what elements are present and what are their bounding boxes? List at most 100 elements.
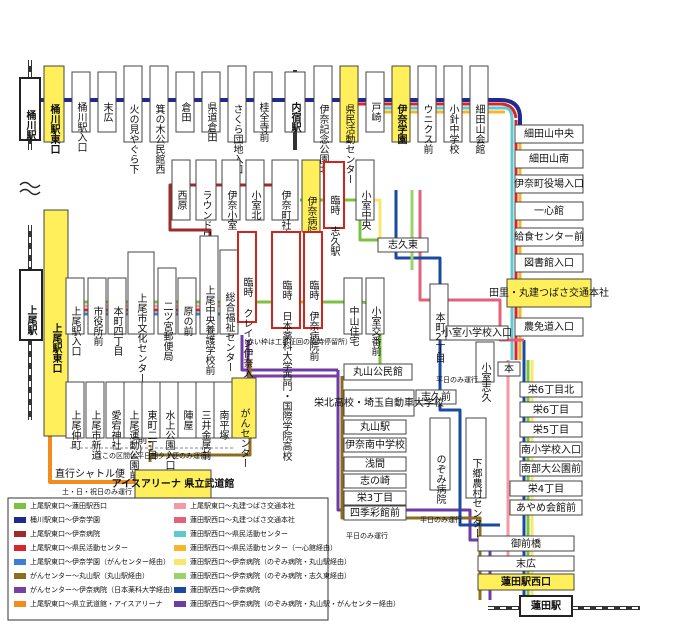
- stop-sakaekita[interactable]: 栄北高校・埼玉自動車大学校: [314, 389, 444, 417]
- stop-ina-gakuen[interactable]: 伊奈学園: [391, 65, 411, 145]
- stop-r7[interactable]: 農免道入口: [514, 317, 584, 337]
- stop-komuro-shiku[interactable]: 小室志久: [475, 341, 495, 403]
- stop-suehiro[interactable]: 末広: [97, 71, 117, 133]
- stop-sengen[interactable]: 浅間: [343, 456, 407, 472]
- stop-temp-yakka[interactable]: 臨時 日本薬科大学西門・国際学院高校: [271, 231, 301, 462]
- svg-text:臨時 伊奈病院前: 臨時 伊奈病院前: [307, 279, 319, 362]
- stop-shiku-higashi[interactable]: 志久東: [377, 237, 429, 253]
- svg-text:上尾運動公園前: 上尾運動公園前: [127, 410, 139, 481]
- legend-swatch: [174, 545, 186, 551]
- stop-honcho4[interactable]: 本町四丁目: [107, 277, 127, 356]
- stop-hinomi[interactable]: 火の見やぐら下: [123, 65, 143, 175]
- stop-r14[interactable]: あやめ会館前: [509, 499, 583, 516]
- hasuda-station[interactable]: 蓮田駅: [519, 595, 573, 617]
- stop-r0[interactable]: 細田山中央: [514, 124, 584, 144]
- stop-r1[interactable]: 細田山南: [514, 149, 584, 169]
- stop-r11[interactable]: 南小学校入口: [519, 441, 583, 458]
- stop-r2[interactable]: 伊奈町役場入口: [514, 174, 584, 194]
- stop-komuro-kita[interactable]: 小室北: [245, 159, 265, 221]
- stop-nishihara[interactable]: 西原: [171, 159, 191, 221]
- stop-r9[interactable]: 栄6丁目: [519, 401, 583, 418]
- stop-haranomae[interactable]: 原の前: [177, 277, 197, 337]
- ageo-upper-stops: 上尾駅東口 上尾駅入口 市役所前 本町四丁目 上尾市文化センター(丸建車庫前) …: [43, 209, 239, 455]
- stop-nakamachi[interactable]: 上尾仲町: [65, 381, 85, 450]
- stop-unicus[interactable]: ウニクス前: [417, 65, 437, 155]
- stop-maruyama-kominkan[interactable]: 丸山公民館: [343, 363, 413, 381]
- stop-ina-komuro[interactable]: 伊奈小室: [221, 159, 241, 230]
- stop-gancenter[interactable]: がんセンター: [231, 377, 257, 468]
- stop-hosodayama-kaikan[interactable]: 細田山会館: [469, 65, 489, 155]
- stop-r15[interactable]: 御前橋: [477, 535, 575, 552]
- stop-r8[interactable]: 栄6丁目北: [519, 381, 583, 398]
- stop-honcho2[interactable]: 本町2丁目: [429, 283, 449, 363]
- stop-noe-hospital[interactable]: のぞみ病院: [429, 417, 451, 505]
- stop-fukushi-center[interactable]: 総合福祉センター: [219, 249, 239, 372]
- legend-swatch: [174, 587, 186, 593]
- stop-atago[interactable]: 愛宕神社: [105, 381, 125, 451]
- stop-shimogo-center[interactable]: 下郷農村センター: [465, 417, 487, 538]
- svg-text:桶川駅入口: 桶川駅入口: [75, 101, 87, 152]
- ageo-station[interactable]: 上尾駅: [19, 269, 43, 341]
- stop-komuro-chuo[interactable]: 小室中央: [355, 159, 375, 231]
- stop-higashimachi2[interactable]: 東町二丁目: [141, 381, 161, 460]
- stop-minamihiratsuka[interactable]: 南平塚: [213, 381, 233, 441]
- stop-r6-tasato[interactable]: 田里・丸建つばさ交通本社: [489, 278, 609, 308]
- stop-r16[interactable]: 末広: [477, 555, 575, 572]
- stop-komuro-es[interactable]: 小室小学校入口: [442, 325, 512, 341]
- stop-tozaki[interactable]: 戸崎: [365, 71, 385, 133]
- stop-shikueki-temp[interactable]: 臨時 志久駅: [323, 161, 345, 257]
- stop-sakae3[interactable]: 栄3丁目: [343, 490, 407, 506]
- stop-r17-hasuda-west[interactable]: 蓮田駅西口: [477, 573, 575, 591]
- stop-shindo[interactable]: 上尾市新道: [85, 381, 105, 460]
- stop-ina-kinen[interactable]: 伊奈記念公園北: [313, 65, 333, 174]
- okegawa-station[interactable]: 桶川駅: [19, 77, 41, 141]
- stop-komuro-koban[interactable]: 小室交番前: [365, 277, 385, 357]
- stop-shiyakusho[interactable]: 市役所前: [87, 277, 107, 347]
- stop-undo-koen[interactable]: 上尾運動公園前: [123, 381, 143, 481]
- stop-r10[interactable]: 栄5丁目: [519, 421, 583, 438]
- svg-text:臨時 志久駅: 臨時 志久駅: [328, 194, 340, 257]
- stop-ina-byoin[interactable]: 伊奈病院: [301, 159, 321, 237]
- stop-maruyama-eki[interactable]: 丸山駅: [343, 419, 407, 435]
- stop-mitsui[interactable]: 三井金属前: [195, 381, 215, 461]
- svg-text:田里・丸建つばさ交通本社: 田里・丸建つばさ交通本社: [489, 286, 609, 299]
- stop-okegawa-east[interactable]: 桶川駅東口: [43, 65, 65, 154]
- stop-temp-ina-byoin[interactable]: 臨時 伊奈病院前: [303, 231, 323, 362]
- stop-r3[interactable]: 一心館: [514, 201, 584, 221]
- stop-nakayama[interactable]: 中山住宅: [343, 277, 363, 346]
- svg-text:桂全寺前: 桂全寺前: [257, 101, 269, 143]
- stop-sakura-danchi[interactable]: さくら団地入口: [227, 65, 247, 174]
- stop-kenmin-center[interactable]: 県民活動センター: [339, 65, 359, 184]
- stop-kurata[interactable]: 倉田: [175, 71, 195, 133]
- stop-minoki[interactable]: 箕の木公民館西: [149, 65, 169, 174]
- svg-text:栄4丁目: 栄4丁目: [528, 483, 564, 495]
- stop-keizenji[interactable]: 桂全寺前: [253, 71, 273, 143]
- stop-shinozaki[interactable]: 志の崎: [343, 473, 407, 489]
- stop-arena[interactable]: アイスアリーナ 県立武道館: [112, 469, 235, 499]
- stop-shikumae[interactable]: 志久前: [415, 389, 457, 405]
- legend-label: 上尾駅東口〜県民活動センター: [30, 543, 128, 552]
- svg-text:一心館: 一心館: [534, 204, 564, 217]
- stop-r4[interactable]: 給食センター前: [514, 227, 584, 247]
- stop-temp-crane[interactable]: 臨時 クレイン伊奈入口: [237, 231, 257, 388]
- stop-yogo-gakko[interactable]: 上尾中央養護学校前: [199, 235, 219, 376]
- stop-kohari-jhs[interactable]: 小針中学校: [443, 65, 463, 155]
- stop-r5[interactable]: 図書館入口: [514, 253, 584, 273]
- stop-ageo-east[interactable]: 上尾駅東口: [43, 209, 69, 437]
- stop-futatsumiya[interactable]: 二ツ宮郵便局: [157, 267, 177, 362]
- stop-ageo-iriguchi[interactable]: 上尾駅入口: [65, 277, 85, 356]
- stop-r13[interactable]: 栄4丁目: [509, 480, 583, 497]
- stop-jinya[interactable]: 陣屋: [177, 381, 197, 439]
- stop-ina-minami-jhs[interactable]: 伊奈南中学校: [343, 437, 407, 453]
- legend-label: 蓮田駅西口〜丸建つばさ交通本社: [190, 515, 295, 524]
- svg-text:図書館入口: 図書館入口: [524, 256, 574, 269]
- stop-uchijuku[interactable]: 内宿駅: [284, 71, 306, 133]
- weekday-only-note-2: 平日のみ運行: [420, 515, 462, 524]
- stop-kendo-kurata[interactable]: 県道倉田: [201, 71, 221, 142]
- stop-hon[interactable]: 本: [497, 361, 521, 377]
- stop-r12[interactable]: 南部大公園前: [519, 460, 583, 477]
- stop-mizukami[interactable]: 水上公園入口: [159, 381, 179, 470]
- ageo-lower-stops: 上尾仲町 上尾市新道 愛宕神社 上尾運動公園前 東町二丁目 水上公園入口 陣屋 …: [65, 381, 233, 481]
- stop-shikisai[interactable]: 四季彩館前: [343, 505, 407, 521]
- stop-okegawa-iriguchi[interactable]: 桶川駅入口: [71, 71, 91, 152]
